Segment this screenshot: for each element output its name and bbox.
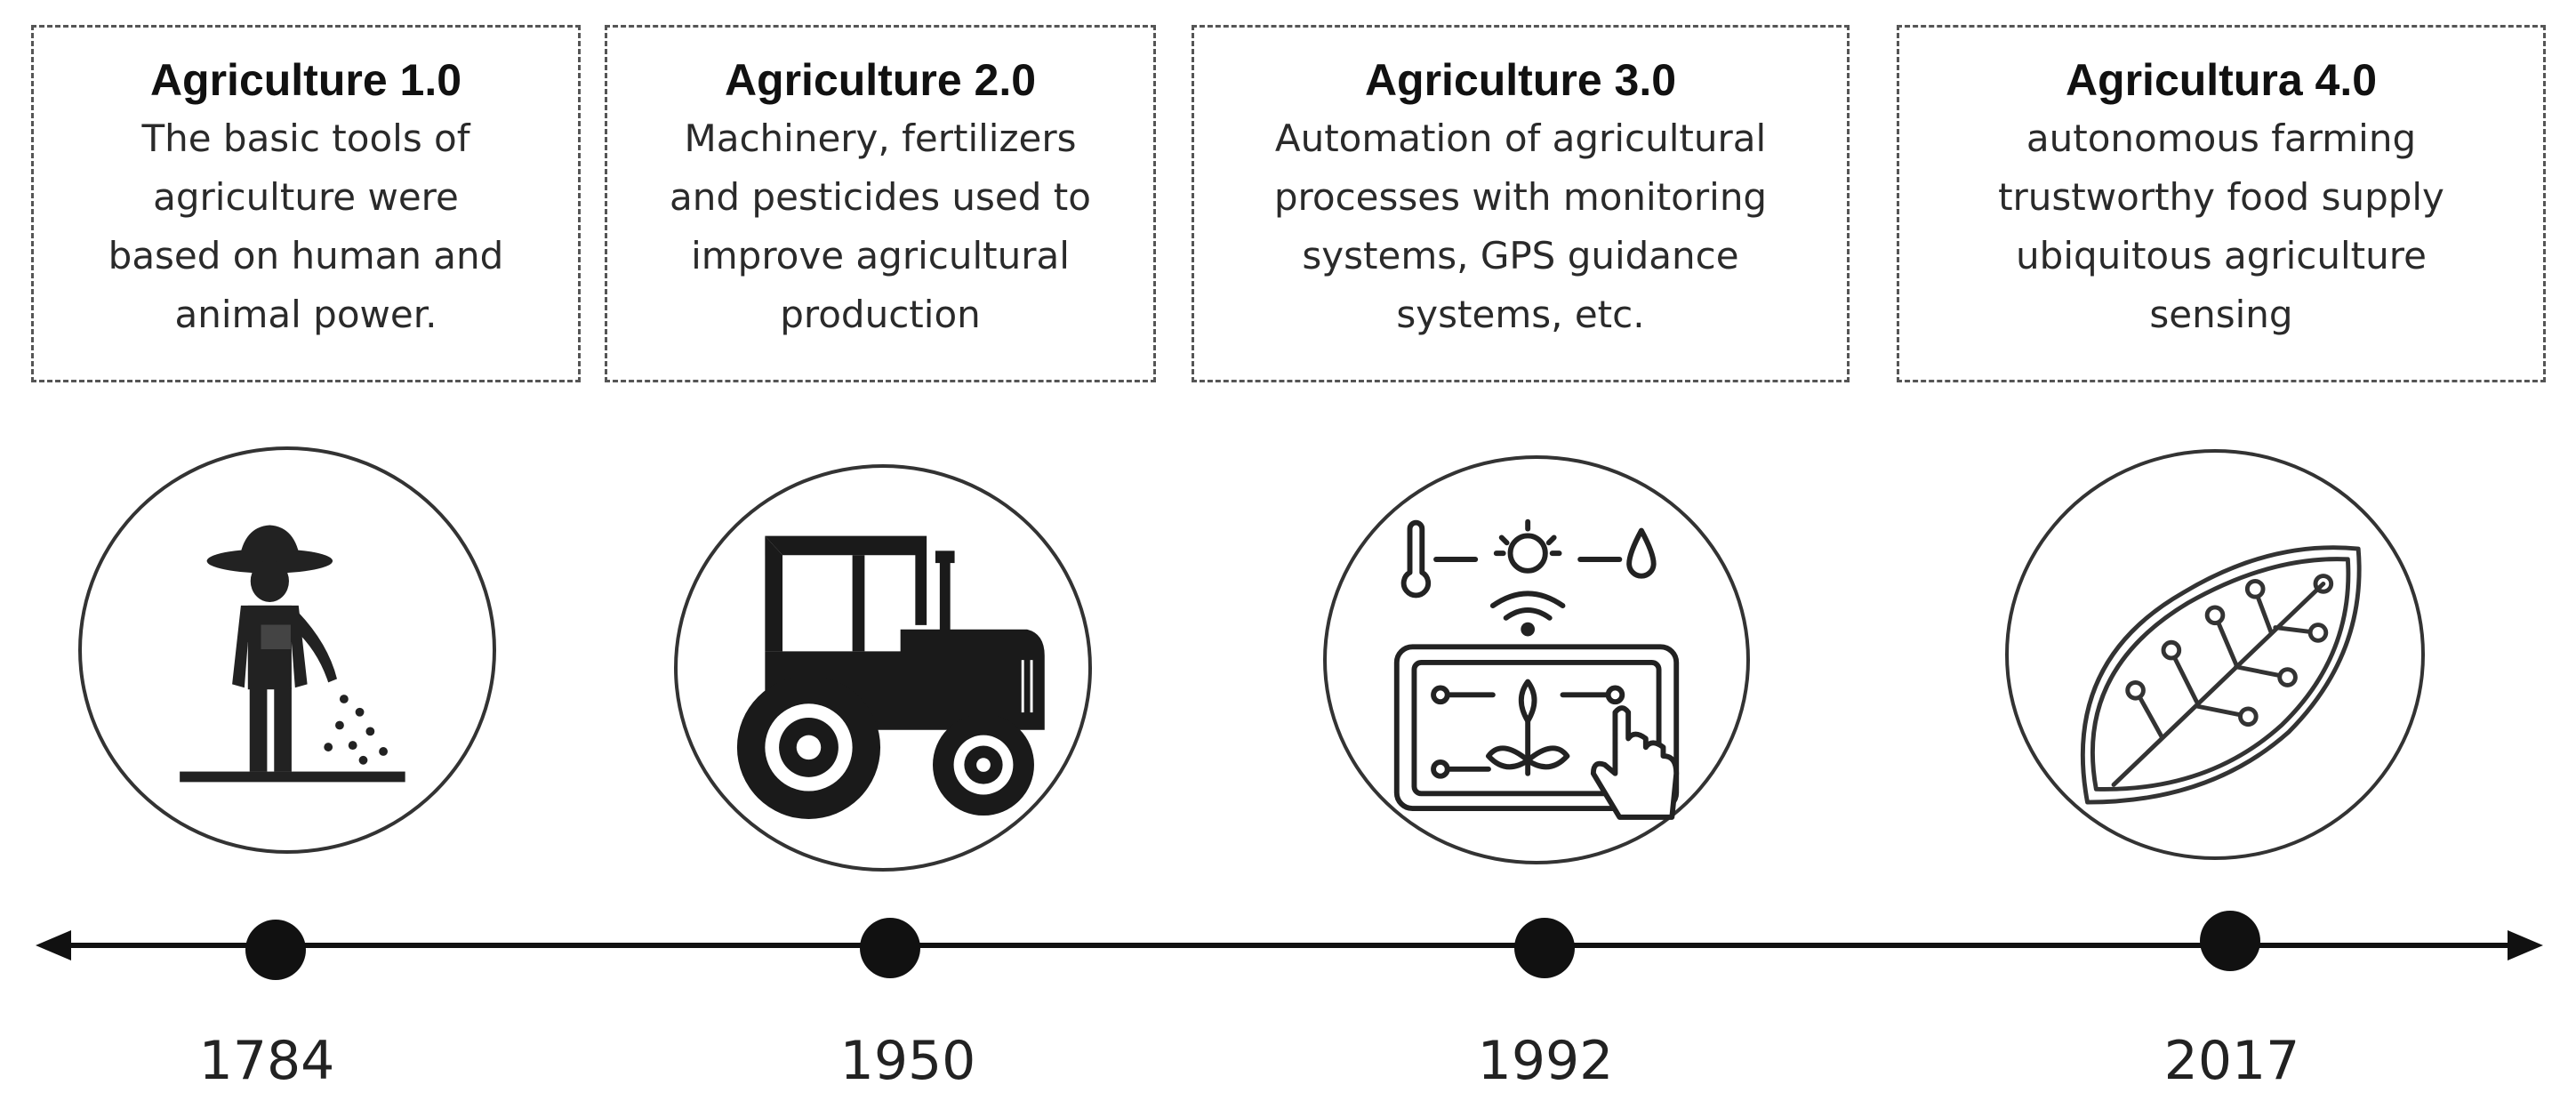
era-description-line: trustworthy food supply bbox=[1998, 175, 2444, 219]
year-label-1950: 1950 bbox=[839, 1030, 976, 1092]
year-label-1784: 1784 bbox=[198, 1030, 335, 1092]
era-description-line: based on human and bbox=[108, 234, 504, 277]
left-arrow-icon bbox=[36, 930, 71, 960]
era-description: The basic tools of agriculture were base… bbox=[34, 109, 578, 344]
timeline-dot-1784 bbox=[245, 920, 306, 980]
era-description-line: ubiquitous agriculture bbox=[2016, 234, 2427, 277]
era-description-line: agriculture were bbox=[153, 175, 459, 219]
farmer-sowing-icon bbox=[78, 446, 496, 854]
era-description-line: animal power. bbox=[174, 293, 437, 336]
era-description-line: systems, GPS guidance bbox=[1302, 234, 1739, 277]
era-description: autonomous farming trustworthy food supp… bbox=[1899, 109, 2543, 344]
era-title: Agriculture 1.0 bbox=[149, 55, 462, 105]
era-box-agricultura-4: Agricultura 4.0 autonomous farming trust… bbox=[1897, 25, 2546, 382]
era-description-line: Automation of agricultural bbox=[1274, 117, 1767, 160]
era-description-line: and pesticides used to bbox=[670, 175, 1091, 219]
era-title: Agriculture 3.0 bbox=[1364, 55, 1677, 105]
era-description-line: Machinery, fertilizers bbox=[684, 117, 1077, 160]
year-label-2017: 2017 bbox=[2163, 1030, 2300, 1092]
era-description-line: production bbox=[780, 293, 981, 336]
era-description-line: autonomous farming bbox=[2026, 117, 2417, 160]
era-description-line: processes with monitoring bbox=[1273, 175, 1768, 219]
era-description-line: systems, etc. bbox=[1396, 293, 1645, 336]
timeline-dot-1992 bbox=[1514, 918, 1575, 978]
era-box-agriculture-2: Agriculture 2.0 Machinery, fertilizers a… bbox=[605, 25, 1156, 382]
era-box-agriculture-3: Agriculture 3.0 Automation of agricultur… bbox=[1192, 25, 1850, 382]
smart-farming-tablet-icon bbox=[1323, 455, 1750, 864]
digital-leaf-icon bbox=[2005, 449, 2425, 860]
era-description: Automation of agricultural processes wit… bbox=[1194, 109, 1847, 344]
timeline-dot-1950 bbox=[860, 918, 920, 978]
right-arrow-icon bbox=[2508, 930, 2543, 960]
era-title: Agricultura 4.0 bbox=[2065, 55, 2378, 105]
era-description: Machinery, fertilizers and pesticides us… bbox=[607, 109, 1153, 344]
timeline-dot-2017 bbox=[2200, 911, 2260, 971]
era-description-line: The basic tools of bbox=[141, 117, 470, 160]
era-description-line: sensing bbox=[2149, 293, 2293, 336]
era-description-line: improve agricultural bbox=[691, 234, 1070, 277]
tractor-icon bbox=[674, 464, 1092, 872]
era-title: Agriculture 2.0 bbox=[724, 55, 1037, 105]
year-label-1992: 1992 bbox=[1477, 1030, 1614, 1092]
era-box-agriculture-1: Agriculture 1.0 The basic tools of agric… bbox=[31, 25, 581, 382]
